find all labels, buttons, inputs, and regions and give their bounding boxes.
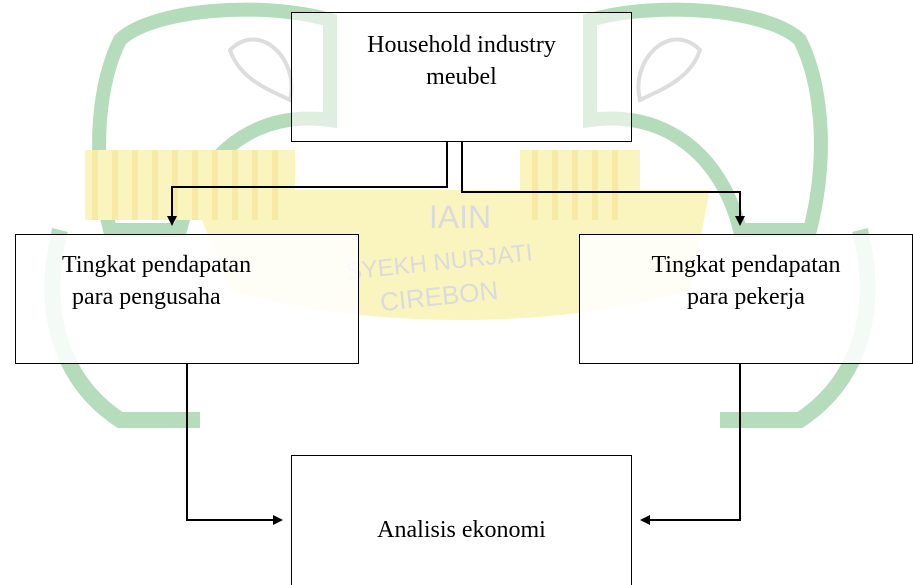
node-pekerja-line1: Tingkat pendapatan — [651, 252, 841, 278]
watermark-banner-right-stripes — [520, 150, 640, 220]
node-pendapatan-pekerja: Tingkat pendapatan para pekerja — [579, 234, 913, 364]
watermark-banner-lines — [92, 150, 618, 220]
connectors — [167, 142, 745, 525]
edge-household-pekerja — [461, 142, 745, 226]
watermark-leaf-left — [227, 37, 294, 103]
node-analisis-ekonomi: Analisis ekonomi — [291, 455, 632, 585]
node-analisis-line1: Analisis ekonomi — [377, 517, 546, 543]
watermark-leaf-right — [636, 37, 703, 103]
edge-pengusaha-analisis — [186, 364, 283, 525]
watermark-shield-right — [583, 2, 828, 237]
watermark-shield — [92, 2, 337, 237]
node-pendapatan-pengusaha: Tingkat pendapatan para pengusaha — [15, 234, 359, 364]
watermark-text-iain: IAIN — [429, 199, 491, 235]
edge-household-pengusaha — [167, 142, 448, 226]
node-pekerja-line2: para pekerja — [687, 284, 805, 310]
node-household-line1: Household industry — [367, 32, 556, 58]
node-pengusaha-line2: para pengusaha — [72, 284, 221, 310]
node-household-line2: meubel — [426, 64, 497, 90]
watermark-banner-left-stripes — [85, 150, 295, 220]
node-pengusaha-line1: Tingkat pendapatan — [62, 252, 252, 278]
node-household-industry: Household industry meubel — [291, 12, 632, 142]
edge-pekerja-analisis — [640, 364, 741, 525]
